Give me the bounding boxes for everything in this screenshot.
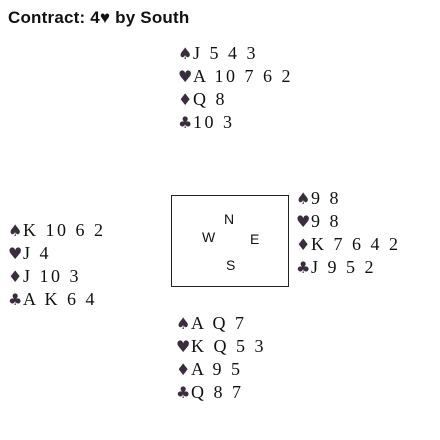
compass-box: N W E S <box>171 195 289 287</box>
heart-icon: ♥ <box>8 244 23 263</box>
south-spades-cards: A Q 7 <box>191 313 247 333</box>
south-hearts-cards: K Q 5 3 <box>191 336 266 356</box>
east-hearts-cards: 9 8 <box>311 211 341 231</box>
north-diamonds-cards: Q 8 <box>193 89 227 109</box>
east-spades: ♠9 8 <box>296 187 401 210</box>
south-diamonds: ♦A 9 5 <box>176 358 266 381</box>
south-clubs-cards: Q 8 7 <box>191 382 244 402</box>
north-hearts-cards: A 10 7 6 2 <box>193 66 294 86</box>
south-clubs: ♣Q 8 7 <box>176 381 266 404</box>
contract-title: Contract: 4♥ by South <box>8 8 190 27</box>
compass-south: S <box>226 257 236 273</box>
south-spades: ♠A Q 7 <box>176 312 266 335</box>
diamond-icon: ♦ <box>8 267 23 286</box>
spade-icon: ♠ <box>296 189 311 208</box>
east-hand: ♠9 8 ♥9 8 ♦K 7 6 4 2 ♣J 9 5 2 <box>296 187 401 279</box>
west-clubs: ♣A K 6 4 <box>8 288 106 311</box>
west-diamonds: ♦J 10 3 <box>8 265 106 288</box>
east-diamonds: ♦K 7 6 4 2 <box>296 233 401 256</box>
heart-icon: ♥ <box>296 212 311 231</box>
diamond-icon: ♦ <box>176 360 191 379</box>
heart-icon: ♥ <box>178 67 193 86</box>
north-spades: ♠J 5 4 3 <box>178 42 293 65</box>
west-hearts-cards: J 4 <box>23 243 52 263</box>
west-hearts: ♥J 4 <box>8 242 106 265</box>
north-hearts: ♥A 10 7 6 2 <box>178 65 293 88</box>
heart-icon: ♥ <box>176 337 191 356</box>
west-spades: ♠K 10 6 2 <box>8 219 106 242</box>
compass-north: N <box>224 211 235 227</box>
club-icon: ♣ <box>178 113 193 132</box>
west-clubs-cards: A K 6 4 <box>23 289 98 309</box>
north-clubs: ♣10 3 <box>178 111 293 134</box>
north-hand: ♠J 5 4 3 ♥A 10 7 6 2 ♦Q 8 ♣10 3 <box>178 42 293 134</box>
east-hearts: ♥9 8 <box>296 210 401 233</box>
club-icon: ♣ <box>8 290 23 309</box>
south-hand: ♠A Q 7 ♥K Q 5 3 ♦A 9 5 ♣Q 8 7 <box>176 312 266 404</box>
north-diamonds: ♦Q 8 <box>178 88 293 111</box>
east-clubs-cards: J 9 5 2 <box>311 257 377 277</box>
diamond-icon: ♦ <box>178 90 193 109</box>
east-clubs: ♣J 9 5 2 <box>296 256 401 279</box>
south-hearts: ♥K Q 5 3 <box>176 335 266 358</box>
north-clubs-cards: 10 3 <box>193 112 235 132</box>
west-diamonds-cards: J 10 3 <box>23 266 82 286</box>
west-hand: ♠K 10 6 2 ♥J 4 ♦J 10 3 ♣A K 6 4 <box>8 219 106 311</box>
north-spades-cards: J 5 4 3 <box>193 43 259 63</box>
spade-icon: ♠ <box>178 44 193 63</box>
compass-east: E <box>250 231 260 247</box>
east-diamonds-cards: K 7 6 4 2 <box>311 234 401 254</box>
club-icon: ♣ <box>176 383 191 402</box>
east-spades-cards: 9 8 <box>311 188 341 208</box>
spade-icon: ♠ <box>8 221 23 240</box>
compass-west: W <box>202 229 216 245</box>
south-diamonds-cards: A 9 5 <box>191 359 243 379</box>
spade-icon: ♠ <box>176 314 191 333</box>
club-icon: ♣ <box>296 258 311 277</box>
diamond-icon: ♦ <box>296 235 311 254</box>
west-spades-cards: K 10 6 2 <box>23 220 106 240</box>
